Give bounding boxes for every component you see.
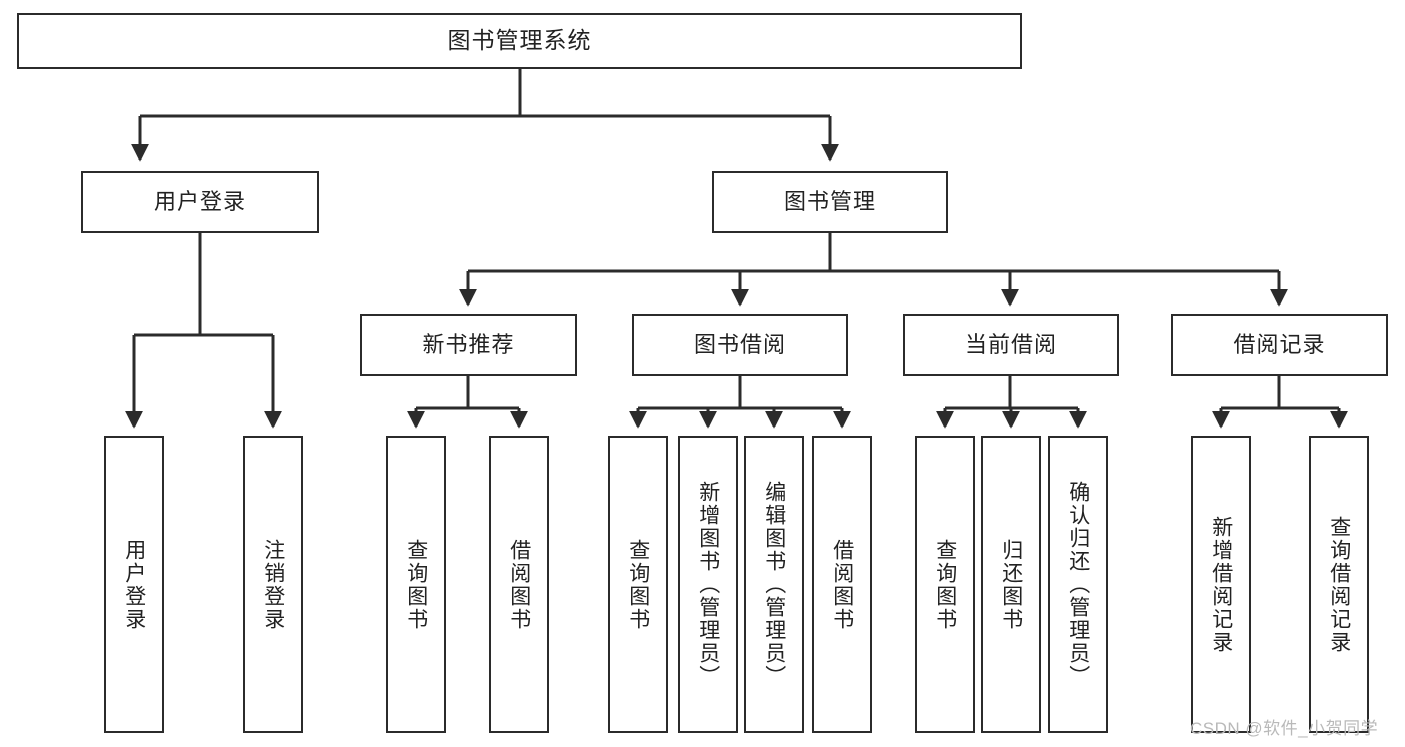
node-label-user-login: 用户登录 (153, 188, 246, 214)
node-label-leaf-borrow-book-1: 借阅图书 (507, 538, 531, 631)
node-label-leaf-query-record: 查询借阅记录 (1327, 515, 1351, 654)
node-label-book-borrow: 图书借阅 (693, 331, 786, 357)
node-label-new-book-recommend: 新书推荐 (422, 331, 515, 357)
node-leaf-borrow-book-1[interactable]: 借阅图书 (489, 436, 549, 733)
node-leaf-query-book-1[interactable]: 查询图书 (386, 436, 446, 733)
node-book-management[interactable]: 图书管理 (712, 171, 948, 233)
node-label-leaf-query-book-3: 查询图书 (933, 538, 957, 631)
node-leaf-confirm-return[interactable]: 确认归还（管理员） (1048, 436, 1108, 733)
node-leaf-user-logout[interactable]: 注销登录 (243, 436, 303, 733)
node-current-borrow[interactable]: 当前借阅 (903, 314, 1119, 376)
node-label-leaf-return-book: 归还图书 (999, 538, 1023, 631)
node-label-leaf-user-logout: 注销登录 (261, 538, 285, 631)
node-new-book-recommend[interactable]: 新书推荐 (360, 314, 577, 376)
node-leaf-add-record[interactable]: 新增借阅记录 (1191, 436, 1251, 733)
node-leaf-edit-book[interactable]: 编辑图书（管理员） (744, 436, 804, 733)
node-leaf-return-book[interactable]: 归还图书 (981, 436, 1041, 733)
node-leaf-query-record[interactable]: 查询借阅记录 (1309, 436, 1369, 733)
node-label-leaf-add-book: 新增图书（管理员） (696, 481, 720, 688)
node-label-root: 图书管理系统 (447, 27, 592, 54)
node-leaf-add-book[interactable]: 新增图书（管理员） (678, 436, 738, 733)
node-leaf-borrow-book-2[interactable]: 借阅图书 (812, 436, 872, 733)
node-label-borrow-record: 借阅记录 (1233, 331, 1326, 357)
node-borrow-record[interactable]: 借阅记录 (1171, 314, 1388, 376)
node-label-leaf-edit-book: 编辑图书（管理员） (762, 481, 786, 688)
node-label-leaf-user-login: 用户登录 (122, 538, 146, 631)
node-label-leaf-confirm-return: 确认归还（管理员） (1066, 481, 1090, 688)
node-user-login[interactable]: 用户登录 (81, 171, 319, 233)
node-leaf-query-book-3[interactable]: 查询图书 (915, 436, 975, 733)
node-leaf-query-book-2[interactable]: 查询图书 (608, 436, 668, 733)
node-label-leaf-add-record: 新增借阅记录 (1209, 515, 1233, 654)
node-root-book-management-system[interactable]: 图书管理系统 (17, 13, 1022, 69)
node-label-leaf-borrow-book-2: 借阅图书 (830, 538, 854, 631)
node-label-leaf-query-book-1: 查询图书 (404, 538, 428, 631)
node-label-leaf-query-book-2: 查询图书 (626, 538, 650, 631)
node-label-book-management: 图书管理 (783, 188, 876, 214)
node-label-current-borrow: 当前借阅 (964, 331, 1057, 357)
node-book-borrow[interactable]: 图书借阅 (632, 314, 848, 376)
node-leaf-user-login[interactable]: 用户登录 (104, 436, 164, 733)
